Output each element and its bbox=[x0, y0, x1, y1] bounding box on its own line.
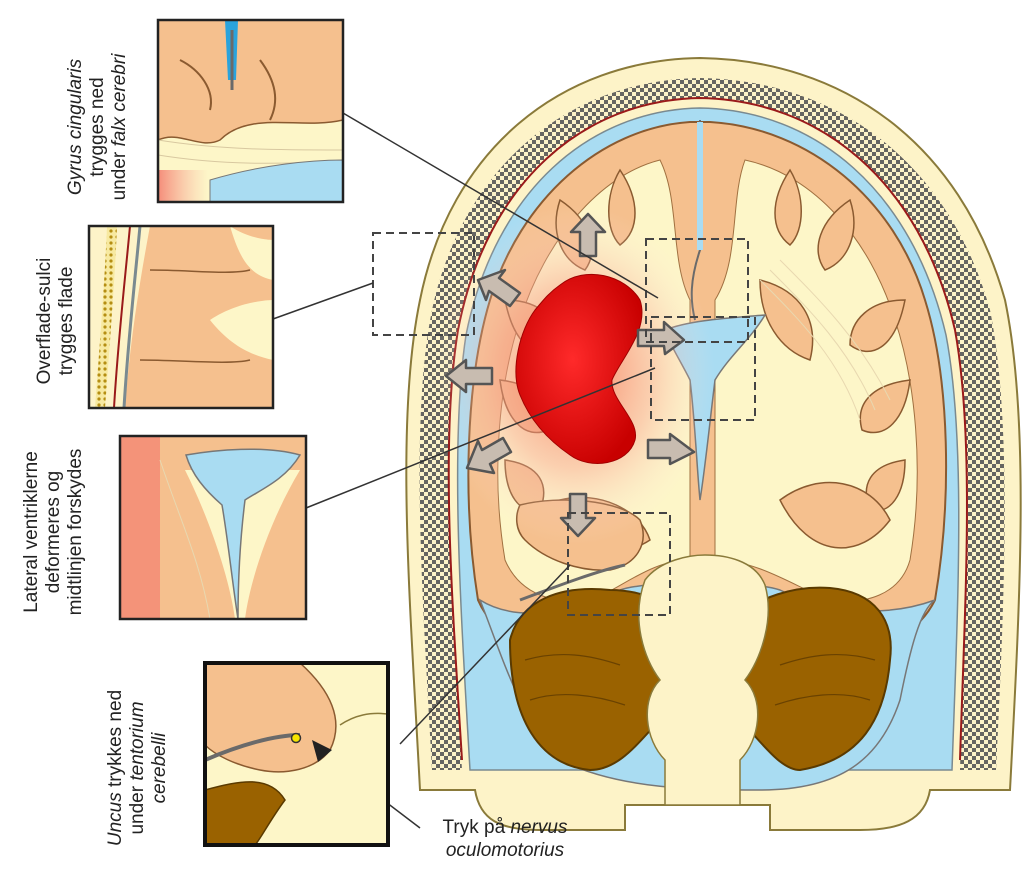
brainstem bbox=[638, 554, 769, 806]
arrow-up-left bbox=[476, 268, 522, 308]
arrow-down-left bbox=[465, 436, 513, 475]
label-surface-sulci: Overflade-sulci trygges flade bbox=[34, 257, 77, 385]
tentorium-edge bbox=[519, 563, 626, 602]
box-ventricle bbox=[650, 316, 756, 421]
inset-surface-sulci bbox=[87, 224, 275, 410]
inset-gyrus-cingularis bbox=[156, 18, 345, 204]
arrow-down bbox=[559, 492, 597, 538]
label-uncus: Uncus trykkes ned under tentorium cerebe… bbox=[105, 689, 170, 847]
box-sulci bbox=[372, 232, 475, 336]
oculomotor-nerve-icon bbox=[290, 732, 302, 744]
gyri-right bbox=[759, 168, 911, 549]
label-gyrus-cingularis: Gyrus cingularis trygges ned under falx … bbox=[65, 53, 130, 201]
head-cross-section bbox=[272, 56, 1022, 831]
cerebellum-folia bbox=[524, 653, 876, 706]
inset-lateral-ventricles bbox=[118, 434, 308, 621]
arrow-right bbox=[646, 432, 696, 466]
dura-mater bbox=[447, 96, 968, 761]
arrow-right-upper bbox=[636, 320, 686, 356]
arrow-up bbox=[569, 212, 607, 258]
pressure-arrows bbox=[444, 212, 696, 538]
tumor-mass bbox=[515, 273, 643, 464]
fibers bbox=[759, 259, 891, 421]
label-oculomotor-nerve: Tryk på nervus oculomotorius bbox=[442, 817, 568, 861]
arrow-left bbox=[444, 358, 494, 394]
inset-uncus bbox=[203, 661, 390, 847]
midline-csf bbox=[697, 122, 703, 250]
box-uncus bbox=[567, 512, 671, 616]
label-lateral-ventricles: Lateral ventriklerne deformeres og midtl… bbox=[21, 448, 86, 616]
oculomotor-nerve-compression-marker bbox=[312, 740, 332, 762]
